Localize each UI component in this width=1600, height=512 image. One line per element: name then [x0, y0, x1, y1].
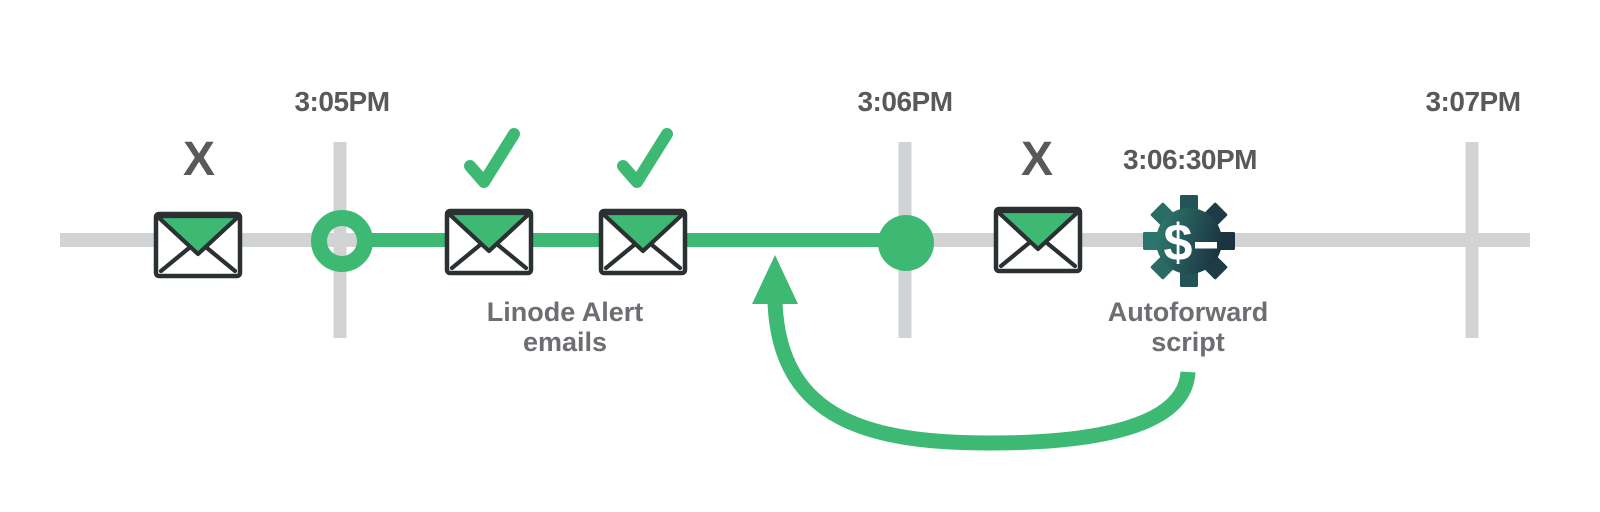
email-icon-alert-2: [598, 208, 688, 276]
window-start-ring: [311, 210, 373, 272]
alert-emails-caption: Linode Alert emails: [487, 297, 644, 357]
window-end-dot: [878, 215, 934, 271]
time-label-3-06pm: 3:06PM: [857, 86, 953, 117]
autoforward-caption-line2: script: [1151, 327, 1225, 357]
gear-dollar-glyph: $: [1164, 214, 1193, 272]
tick-3-07pm: [1465, 142, 1479, 338]
email-icon-missed-late: [993, 206, 1083, 274]
check-icon-2: [617, 128, 673, 188]
alert-emails-caption-line2: emails: [522, 327, 608, 357]
check-icon-1: [464, 128, 520, 188]
time-label-3-07pm: 3:07PM: [1425, 86, 1521, 117]
autoforward-caption: Autoforward script: [1108, 297, 1268, 357]
email-icon-alert-1: [444, 208, 534, 276]
autoforward-caption-line1: Autoforward: [1107, 297, 1269, 327]
autoforward-gear-icon: $: [1143, 195, 1235, 287]
time-label-3-06-30pm: 3:06:30PM: [1122, 144, 1258, 175]
email-icon-missed-early: [153, 211, 243, 279]
feedback-arrow-head: [752, 255, 798, 304]
alert-emails-caption-line1: Linode Alert: [486, 297, 644, 327]
fail-x-icon-late: X: [1020, 133, 1054, 186]
gear-underscore: [1195, 242, 1217, 249]
feedback-arrow-curve: [767, 302, 1196, 451]
tick-3-05pm: [333, 142, 347, 338]
time-label-3-05pm: 3:05PM: [294, 86, 390, 117]
fail-x-icon-early: X: [182, 133, 216, 186]
